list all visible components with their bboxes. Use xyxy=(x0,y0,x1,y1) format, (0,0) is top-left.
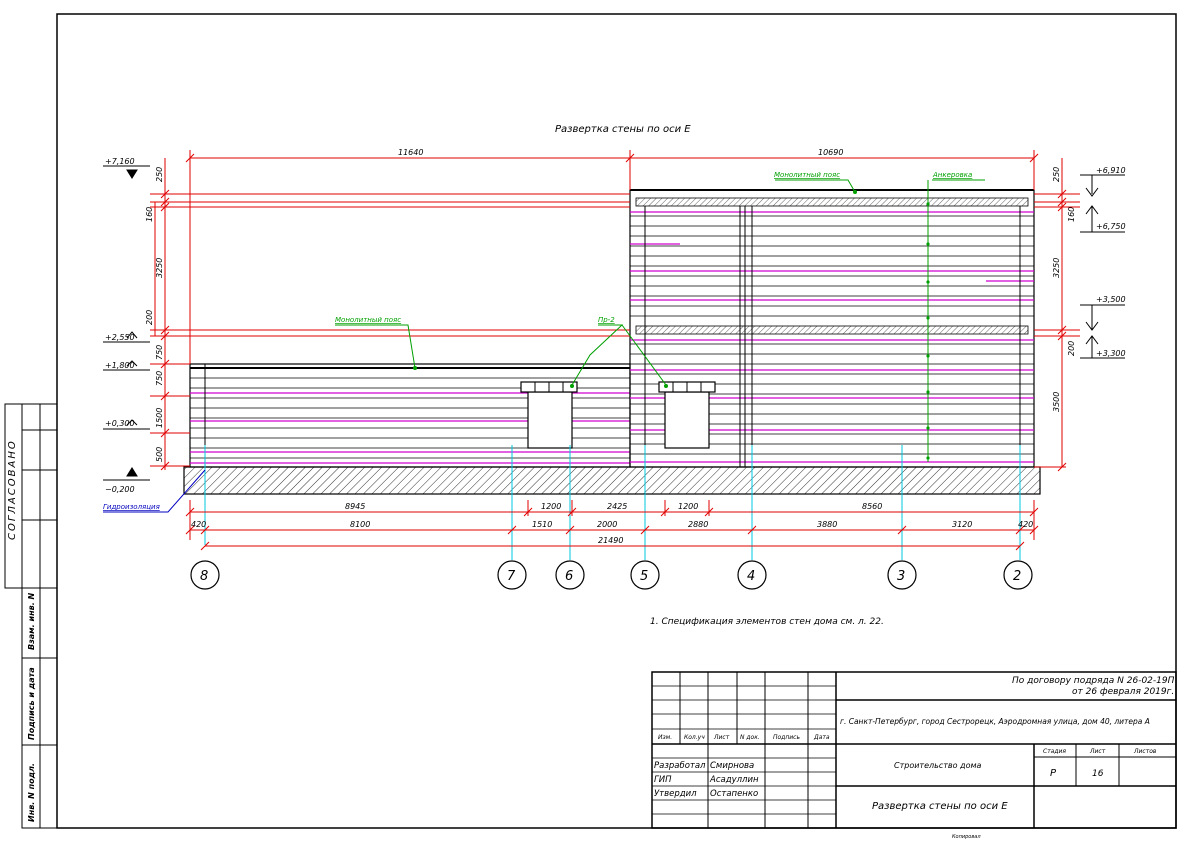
dim-top-right: 10690 xyxy=(818,148,843,157)
tb-header-date: Дата xyxy=(813,734,830,741)
dim-total: 21490 xyxy=(598,536,623,545)
tb-sheets-label: Листов xyxy=(1133,748,1157,755)
tb-copied: Копировал xyxy=(952,834,981,840)
tb-name-3: Остапенко xyxy=(710,789,758,799)
dim-row2-420b: 420 xyxy=(1018,520,1033,529)
foundation xyxy=(183,466,1041,495)
dimension-lines xyxy=(150,150,1080,551)
stamp-inv-replacement: Взам. инв. N xyxy=(27,592,36,650)
tb-stage-label: Стадия xyxy=(1043,748,1066,755)
dim-left-750b: 750 xyxy=(155,371,164,386)
right-wall xyxy=(629,180,1035,468)
tb-project: Строительство дома xyxy=(894,761,982,770)
dim-row2-420a: 420 xyxy=(191,520,206,529)
tb-role-3: Утвердил xyxy=(654,789,697,799)
level-right-4: +3,300 xyxy=(1096,349,1126,358)
drawing-note: 1. Спецификация элементов стен дома см. … xyxy=(650,617,884,627)
dim-top-left: 11640 xyxy=(398,148,423,157)
contract-line2: от 26 февраля 2019г. xyxy=(1072,687,1174,697)
dim-row2-2000: 2000 xyxy=(597,520,617,529)
dim-right-3500: 3500 xyxy=(1052,392,1061,412)
axis-6: 6 xyxy=(565,569,573,584)
level-right-2: +6,750 xyxy=(1096,222,1126,231)
dim-row2-8100: 8100 xyxy=(350,520,370,529)
tb-role-2: ГИП xyxy=(654,775,672,785)
axis-8: 8 xyxy=(200,569,208,584)
tb-header-sign: Подпись xyxy=(773,734,800,741)
leader-dots xyxy=(413,190,857,388)
dim-row1-1200a: 1200 xyxy=(541,502,561,511)
dim-row2-3880: 3880 xyxy=(817,520,837,529)
axis-3: 3 xyxy=(897,569,905,584)
level-left-4: +0,300 xyxy=(105,419,135,428)
stamp-signature-date: Подпись и дата xyxy=(27,667,36,740)
tb-header-kol: Кол.уч xyxy=(684,734,705,741)
tb-stage: Р xyxy=(1050,768,1057,779)
dim-left-160: 160 xyxy=(145,207,154,222)
dim-row1-1200b: 1200 xyxy=(678,502,698,511)
label-monolith-right: Монолитный пояс xyxy=(774,171,840,179)
stamp-agreed: СОГЛАСОВАНО xyxy=(7,439,18,540)
axis-4: 4 xyxy=(747,569,755,584)
opening-1 xyxy=(520,381,578,449)
dim-row2-3120: 3120 xyxy=(952,520,972,529)
tb-header-izm: Изм. xyxy=(658,734,672,741)
axis-circles xyxy=(190,560,1033,590)
level-left-3: +1,800 xyxy=(105,361,135,370)
dim-left-3250: 3250 xyxy=(155,258,164,278)
dim-left-500: 500 xyxy=(155,447,164,462)
level-right-3: +3,500 xyxy=(1096,295,1126,304)
dim-left-750a: 750 xyxy=(155,345,164,360)
tb-sheet-label: Лист xyxy=(1089,748,1106,755)
axis-guides xyxy=(204,445,1021,560)
tb-sheet-title: Развертка стены по оси Е xyxy=(872,801,1008,812)
tb-name-2: Асадуллин xyxy=(709,775,759,785)
dim-row1-8560: 8560 xyxy=(862,502,882,511)
project-address: г. Санкт-Петербург, город Сестрорецк, Аэ… xyxy=(840,717,1150,726)
dim-left-200: 200 xyxy=(145,310,154,325)
axis-7: 7 xyxy=(507,569,516,584)
label-waterproof: Гидроизоляция xyxy=(103,503,160,511)
level-markers xyxy=(103,165,1125,481)
title-block xyxy=(651,671,1177,829)
dim-right-200: 200 xyxy=(1067,341,1076,356)
dim-row2-2880: 2880 xyxy=(688,520,708,529)
contract-line1: По договору подряда N 26-02-19П xyxy=(1012,676,1175,686)
label-monolith-left: Монолитный пояс xyxy=(335,316,401,324)
level-right-1: +6,910 xyxy=(1096,166,1126,175)
leaders xyxy=(335,179,985,386)
label-anchor: Анкеровка xyxy=(932,171,972,179)
tb-sheet: 16 xyxy=(1092,769,1104,779)
dim-left-250: 250 xyxy=(155,167,164,182)
dim-row2-1510: 1510 xyxy=(532,520,552,529)
dim-left-1500: 1500 xyxy=(155,408,164,428)
dim-right-160: 160 xyxy=(1067,207,1076,222)
axis-2: 2 xyxy=(1013,569,1021,584)
drawing-title: Развертка стены по оси Е xyxy=(555,124,691,135)
left-stamp xyxy=(4,403,58,829)
dim-right-3250: 3250 xyxy=(1052,258,1061,278)
axis-5: 5 xyxy=(640,569,648,584)
level-left-2: +2,550 xyxy=(105,333,135,342)
dim-row1-8945: 8945 xyxy=(345,502,365,511)
tb-role-1: Разработал xyxy=(654,761,706,771)
dim-right-250: 250 xyxy=(1052,167,1061,182)
label-lintel: Пр-2 xyxy=(598,316,615,324)
waterproof-leader xyxy=(103,469,206,513)
tb-name-1: Смирнова xyxy=(710,761,754,771)
level-left-5: −0,200 xyxy=(105,485,135,494)
level-left-1: +7,160 xyxy=(105,157,135,166)
tb-header-list: Лист xyxy=(713,734,730,741)
stamp-inv-original: Инв. N подл. xyxy=(27,763,36,822)
dim-row1-2425: 2425 xyxy=(607,502,627,511)
tb-header-doc: N док. xyxy=(740,734,760,741)
opening-2 xyxy=(658,381,716,449)
